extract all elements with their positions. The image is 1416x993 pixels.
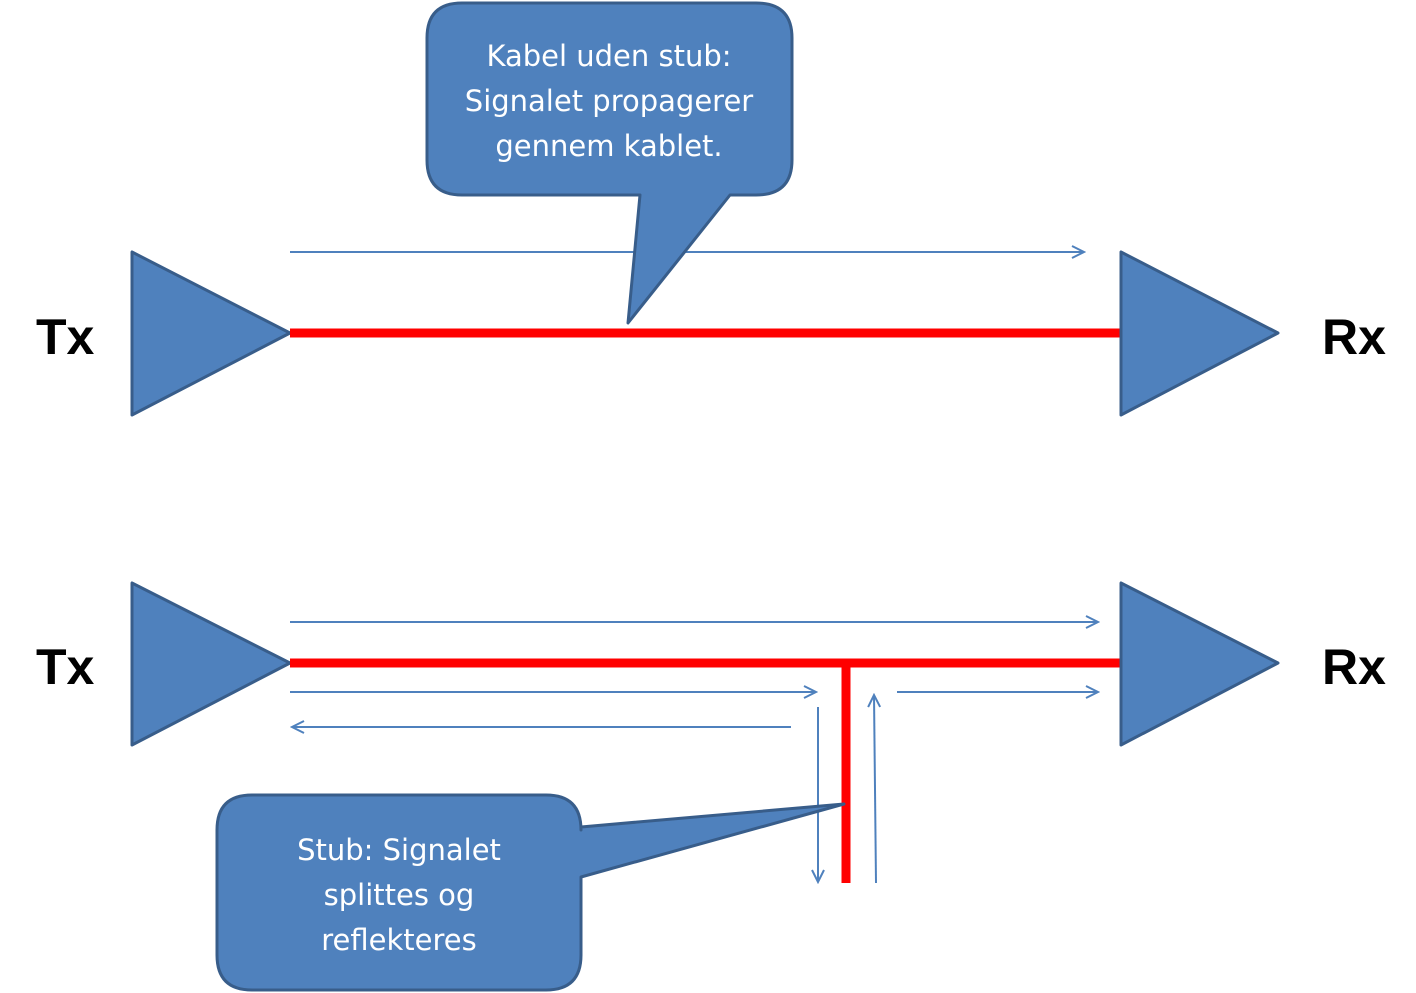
- bottom-diagram: Tx Rx Stub: Signalet splittes og reflekt…: [36, 581, 1386, 992]
- callout-no-stub-line-3: gennem kablet.: [495, 129, 722, 163]
- callout-stub-line-2: splittes og: [324, 878, 475, 912]
- rx-amplifier-icon: [1119, 581, 1280, 747]
- callout-stub-line-3: reflekteres: [321, 923, 476, 957]
- callout-no-stub-line-2: Signalet propagerer: [465, 84, 754, 118]
- callout-stub-line-1: Stub: Signalet: [297, 833, 501, 867]
- top-diagram: Tx Rx Kabel uden stub: Signalet propager…: [36, 1, 1386, 417]
- callout-stub: [215, 793, 846, 992]
- rx-label: Rx: [1322, 309, 1386, 365]
- out-of-stub-arrow: [874, 695, 876, 884]
- tx-amplifier-icon: [130, 250, 292, 417]
- tx-amplifier-icon: [130, 581, 292, 747]
- rx-label: Rx: [1322, 639, 1386, 695]
- rx-amplifier-icon: [1119, 250, 1280, 417]
- tx-label: Tx: [36, 309, 95, 365]
- callout-no-stub: [425, 1, 794, 325]
- tx-label: Tx: [36, 639, 95, 695]
- callout-no-stub-line-1: Kabel uden stub:: [486, 39, 731, 73]
